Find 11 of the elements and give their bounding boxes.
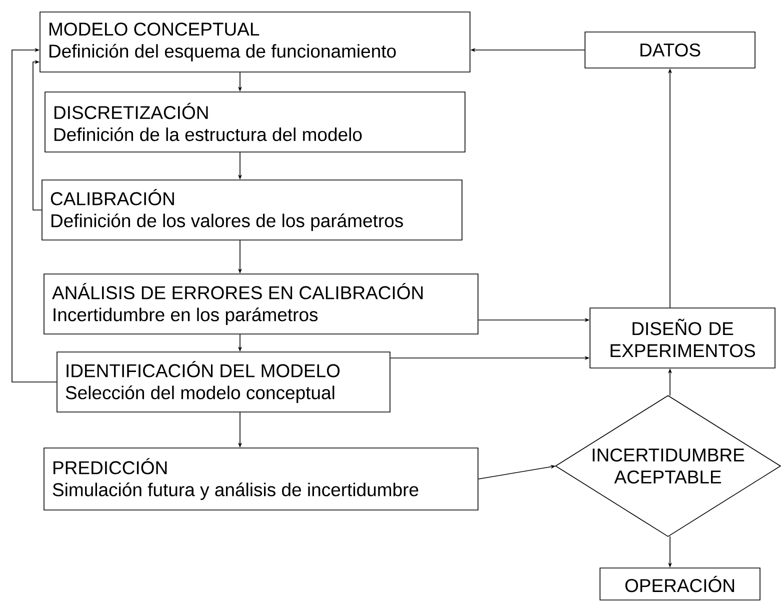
process-box: CALIBRACIÓN Definición de los valores de los parámetros (42, 180, 462, 240)
process-box: DATOS (584, 32, 756, 68)
process-box: ANÁLISIS DE ERRORES EN CALIBRACIÓN Incertidumbre en los parámetros (44, 274, 478, 334)
arrow (32, 60, 42, 210)
process-box: PREDICCIÓN Simulación futura y análisis de incertidumbre (44, 448, 478, 510)
process-box: MODELO CONCEPTUAL Definición del esquema de funcionamiento (40, 12, 470, 72)
arrow (12, 48, 57, 382)
process-box: OPERACIÓN (600, 568, 760, 600)
process-box: DISEÑO DE EXPERIMENTOS (590, 308, 776, 368)
process-box: DISCRETIZACIÓN Definición de la estructura del modelo (44, 92, 466, 152)
process-box: IDENTIFICACIÓN DEL MODELO Selección del modelo conceptual (56, 352, 390, 412)
